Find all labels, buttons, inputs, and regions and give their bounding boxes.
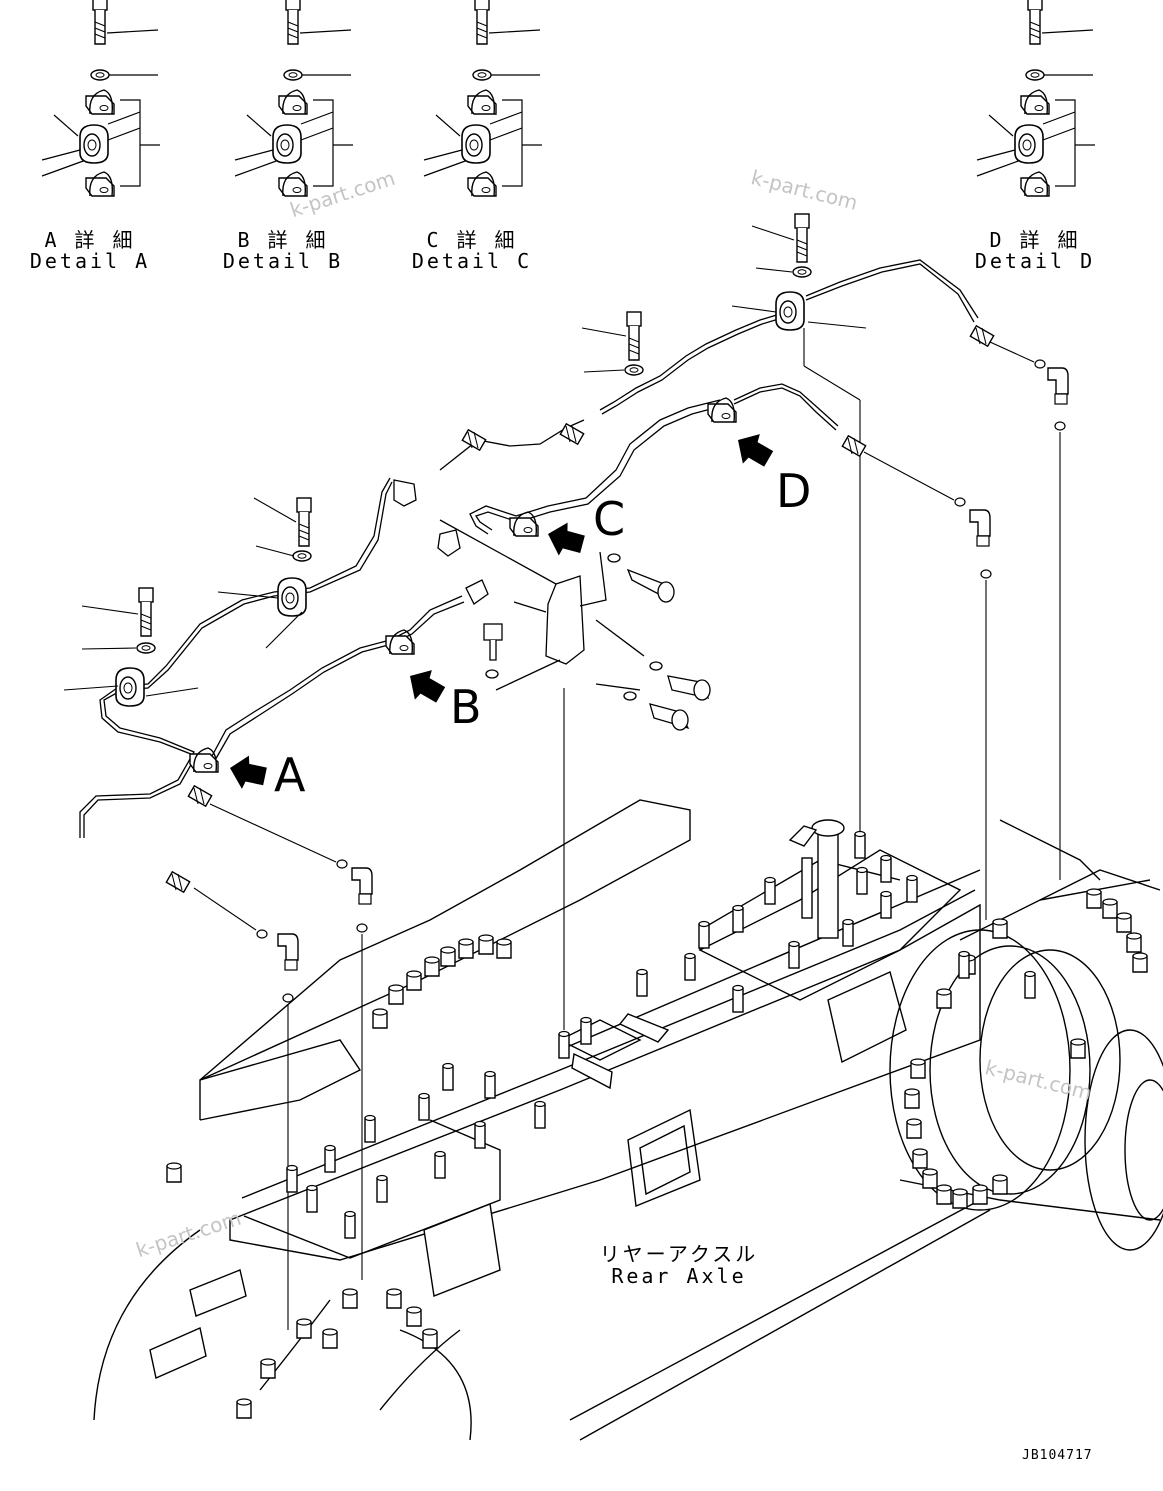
arrow-label-d: D xyxy=(776,464,812,518)
rear-axle-label-jp: リヤーアクスル xyxy=(599,1242,759,1266)
detail-drawings xyxy=(42,0,1095,196)
rear-axle-housing xyxy=(93,799,991,1441)
arrow-label-b: B xyxy=(450,680,482,734)
brake-tubes xyxy=(79,259,979,838)
direction-arrows xyxy=(226,426,778,794)
axle-bolts xyxy=(166,888,1148,1419)
detail-d-title-en: Detail D xyxy=(974,249,1096,273)
drawing-code: JB104717 xyxy=(1022,1448,1093,1463)
detail-c-title-en: Detail C xyxy=(411,249,533,273)
arrow-label-a: A xyxy=(274,748,306,802)
detail-d-title-jp: D 詳 細 xyxy=(989,228,1081,252)
breather-stack xyxy=(788,819,845,939)
fittings xyxy=(165,325,1069,1003)
connector-lines xyxy=(193,341,1061,1330)
arrow-label-c: C xyxy=(593,492,626,546)
detail-b-title-jp: B 詳 細 xyxy=(237,228,329,252)
detail-a-title-en: Detail A xyxy=(29,249,151,273)
detail-c-title-jp: C 詳 細 xyxy=(426,228,518,252)
detail-b-title-en: Detail B xyxy=(222,249,344,273)
bracket-assembly xyxy=(393,479,711,731)
rear-axle-label-en: Rear Axle xyxy=(611,1264,747,1288)
detail-a-title-jp: A 詳 細 xyxy=(44,228,136,252)
leader-lines xyxy=(63,225,867,840)
